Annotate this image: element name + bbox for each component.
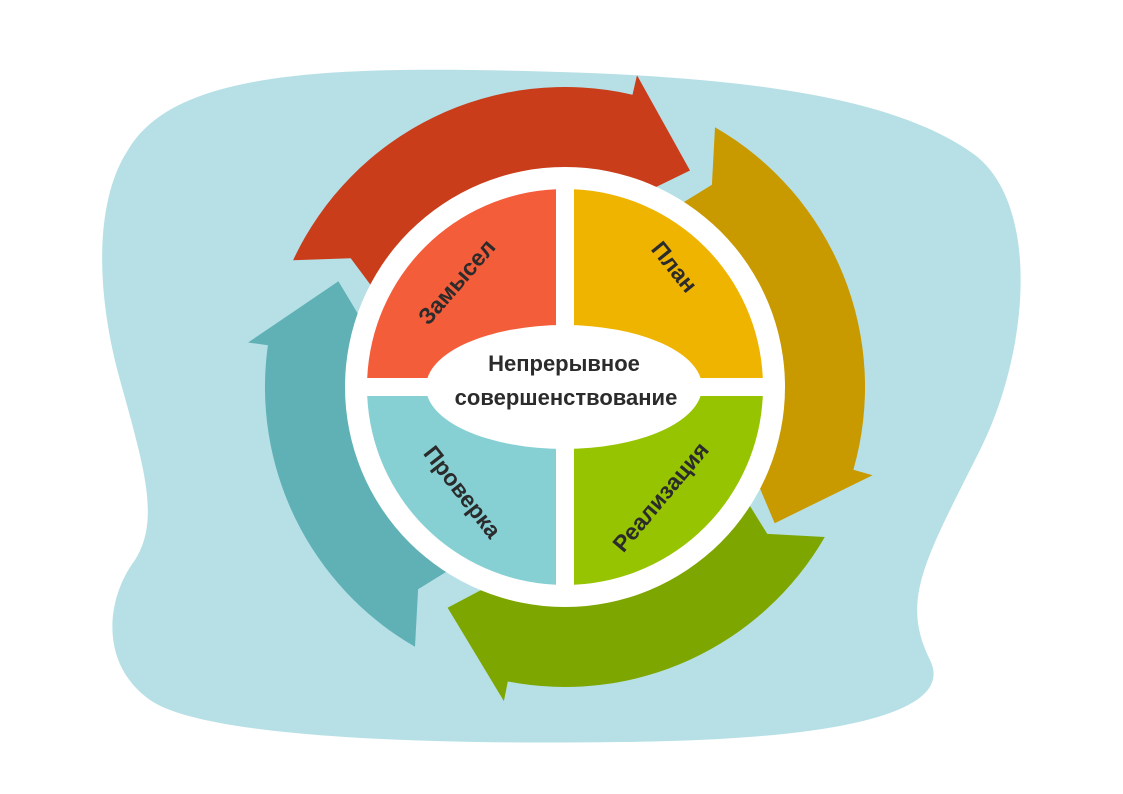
arrow-left bbox=[248, 281, 465, 647]
center-ellipse bbox=[426, 325, 702, 449]
center-label-line1: Непрерывное bbox=[488, 351, 640, 376]
center-label-line2: совершенствование bbox=[455, 385, 678, 410]
